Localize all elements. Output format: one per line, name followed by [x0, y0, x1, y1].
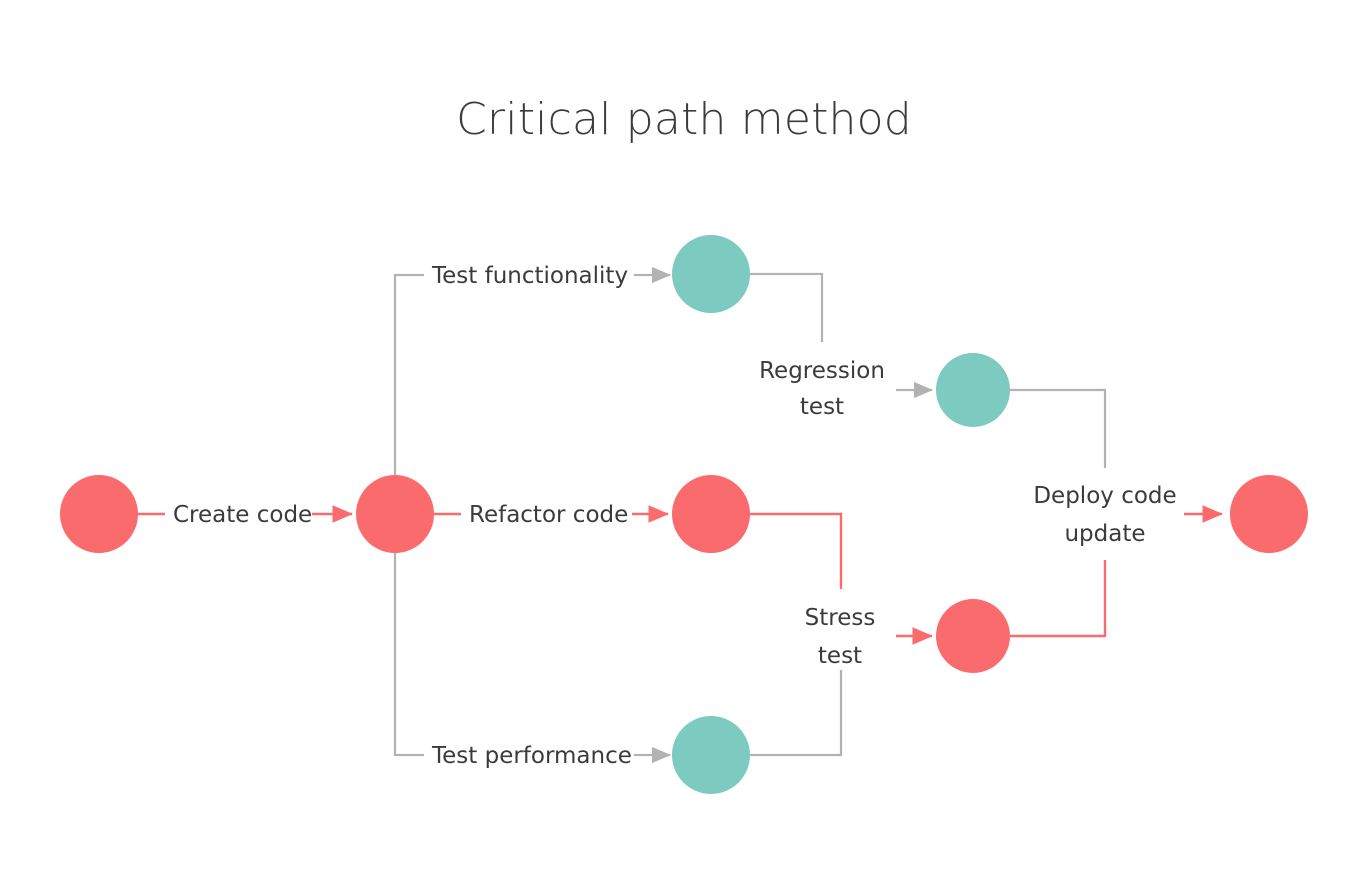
edge-test-performance: Test performance: [431, 743, 671, 769]
node-start[interactable]: [60, 475, 138, 553]
edge-regression-test: Regression test: [759, 358, 933, 420]
edge-label-regression-test-line1: Regression: [759, 358, 885, 384]
edge-label-test-functionality: Test functionality: [431, 263, 628, 289]
edge-regression-to-deploy: [1010, 388, 1107, 468]
edge-label-deploy-line1: Deploy code: [1033, 483, 1176, 509]
edge-branch-spine: [393, 273, 424, 757]
edge-performance-to-stress: [750, 670, 843, 757]
edge-stress-test: Stress test: [805, 605, 933, 669]
node-end[interactable]: [1230, 475, 1308, 553]
node-functionality-ok[interactable]: [672, 235, 750, 313]
edge-refactor-code: Refactor code: [434, 502, 669, 528]
edge-label-refactor-code: Refactor code: [469, 502, 628, 528]
node-code-ready[interactable]: [356, 475, 434, 553]
node-refactor-done[interactable]: [672, 475, 750, 553]
edge-label-stress-test-line2: test: [818, 643, 862, 669]
edge-deploy-code-update: Deploy code update: [1033, 483, 1223, 547]
edge-test-functionality: Test functionality: [431, 263, 671, 289]
edge-create-code: Create code: [138, 502, 353, 528]
edge-stress-to-deploy: [1010, 560, 1107, 638]
edge-spine-up-to-functionality: [393, 273, 424, 475]
edge-label-test-performance: Test performance: [431, 743, 632, 769]
edge-label-deploy-line2: update: [1064, 521, 1145, 547]
edge-label-create-code: Create code: [173, 502, 312, 528]
edge-refactor-to-stress: [750, 512, 843, 589]
node-performance-ok[interactable]: [672, 716, 750, 794]
edge-label-stress-test-line1: Stress: [805, 605, 876, 631]
node-stress-done[interactable]: [936, 599, 1010, 673]
edge-functionality-to-regression: [750, 272, 824, 342]
edge-spine-down-to-performance: [393, 553, 424, 757]
node-regression-done[interactable]: [936, 353, 1010, 427]
page-title: Critical path method: [456, 94, 912, 145]
edge-label-regression-test-line2: test: [800, 394, 844, 420]
